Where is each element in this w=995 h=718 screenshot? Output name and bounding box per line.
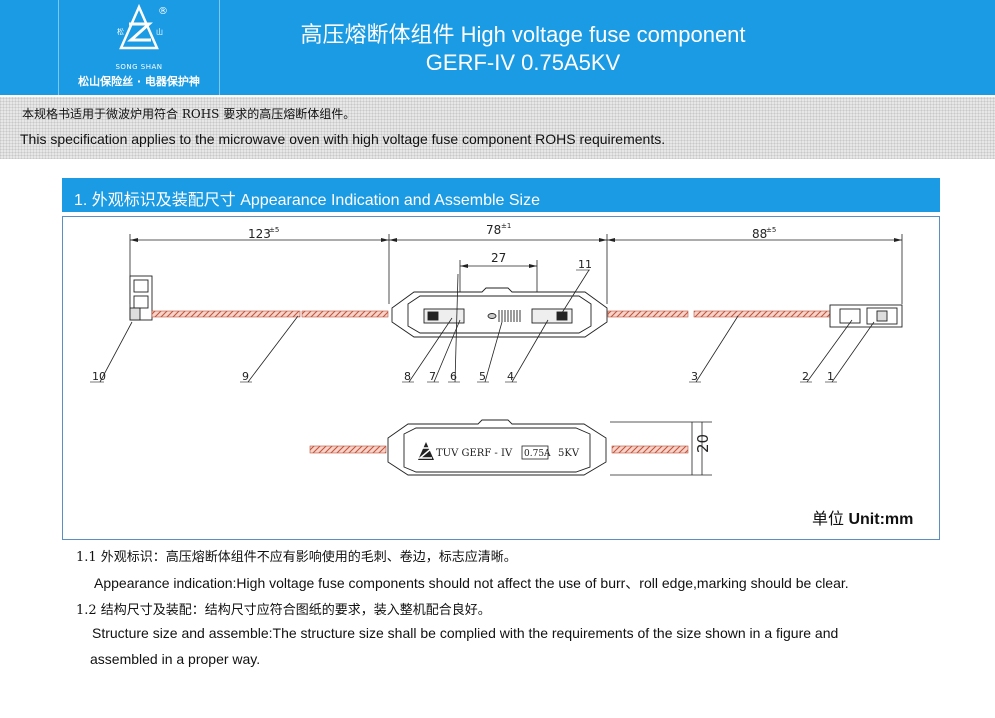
- logo-slogan: 松山保险丝 · 电器保护神: [78, 75, 200, 88]
- assembly-drawing: 123 ±5 78 ±1 88 ±5 27: [62, 216, 940, 540]
- right-wire-2: [693, 310, 833, 318]
- callout-10: 10: [92, 370, 106, 383]
- page-header: 松 山 ® SONG SHAN 松山保险丝 · 电器保护神 高压熔断体组件 Hi…: [0, 0, 995, 95]
- logo-char-right: 山: [156, 27, 163, 36]
- intro-english: This specification applies to the microw…: [20, 131, 666, 147]
- dim-right-value: 88: [752, 227, 767, 241]
- logo-char-left: 松: [117, 27, 124, 36]
- section-heading: 1. 外观标识及装配尺寸 Appearance Indication and A…: [62, 178, 940, 212]
- label-text: TUV GERF - IV: [436, 448, 513, 459]
- side-view-right-wire: [611, 445, 689, 454]
- intro-band: 本规格书适用于微波炉用符合 ROHS 要求的高压熔断体组件。 This spec…: [0, 97, 995, 159]
- fuse-side-view: [387, 419, 607, 476]
- dim-height-value: 20: [694, 434, 712, 453]
- logo-english-name: SONG SHAN: [115, 63, 163, 71]
- label-rating: 0.75A: [524, 449, 551, 459]
- side-view-left-wire: [309, 445, 387, 454]
- company-logo: 松 山 ® SONG SHAN 松山保险丝 · 电器保护神: [58, 0, 220, 95]
- dim-inner-value: 27: [491, 251, 506, 265]
- right-terminal-connector: [829, 304, 903, 328]
- registered-mark: ®: [158, 6, 168, 17]
- left-wire: [151, 310, 301, 318]
- unit-en: Unit:mm: [848, 511, 914, 528]
- right-wire: [607, 310, 689, 318]
- callout-4: 4: [507, 370, 514, 383]
- callout-6: 6: [450, 370, 457, 383]
- callout-8: 8: [404, 370, 411, 383]
- fuse-spring: [498, 310, 521, 322]
- dim-left-tol: ±5: [269, 226, 279, 234]
- dim-mid-value: 78: [486, 223, 501, 237]
- tuv-logo-icon: [417, 442, 435, 460]
- label-voltage: 5KV: [558, 448, 580, 459]
- spec-1-2-en-line1: Structure size and assemble:The structur…: [92, 625, 839, 641]
- document-title: 高压熔断体组件 High voltage fuse component GERF…: [218, 21, 828, 77]
- callout-2: 2: [802, 370, 809, 383]
- callout-5: 5: [479, 370, 486, 383]
- callout-9: 9: [242, 370, 249, 383]
- callout-3: 3: [691, 370, 698, 383]
- spec-1-1-cn: 1.1 外观标识：高压熔断体组件不应有影响使用的毛刺、卷边，标志应清晰。: [76, 550, 517, 565]
- section-title: 1. 外观标识及装配尺寸 Appearance Indication and A…: [74, 192, 540, 209]
- left-wire-2: [301, 310, 389, 318]
- callout-11: 11: [578, 258, 592, 271]
- spec-1-1-en: Appearance indication:High voltage fuse …: [94, 575, 849, 591]
- callout-1: 1: [827, 370, 834, 383]
- logo-emblem: 松 山 ®: [117, 3, 168, 50]
- intro-chinese: 本规格书适用于微波炉用符合 ROHS 要求的高压熔断体组件。: [22, 107, 356, 121]
- spec-1-2-en-line2: assembled in a proper way.: [90, 651, 261, 667]
- dim-left-value: 123: [248, 227, 271, 241]
- title-line-2: GERF-IV 0.75A5KV: [425, 50, 621, 75]
- left-terminal-connector: [129, 275, 153, 321]
- spec-1-2-cn: 1.2 结构尺寸及装配：结构尺寸应符合图纸的要求，装入整机配合良好。: [76, 603, 491, 618]
- callout-7: 7: [429, 370, 436, 383]
- unit-label: 单位 Unit:mm: [812, 505, 913, 529]
- title-line-1: 高压熔断体组件 High voltage fuse component: [300, 22, 746, 47]
- dim-mid-tol: ±1: [501, 222, 511, 230]
- unit-cn: 单位: [812, 509, 845, 528]
- fuse-housing: [391, 287, 608, 338]
- dim-right-tol: ±5: [766, 226, 776, 234]
